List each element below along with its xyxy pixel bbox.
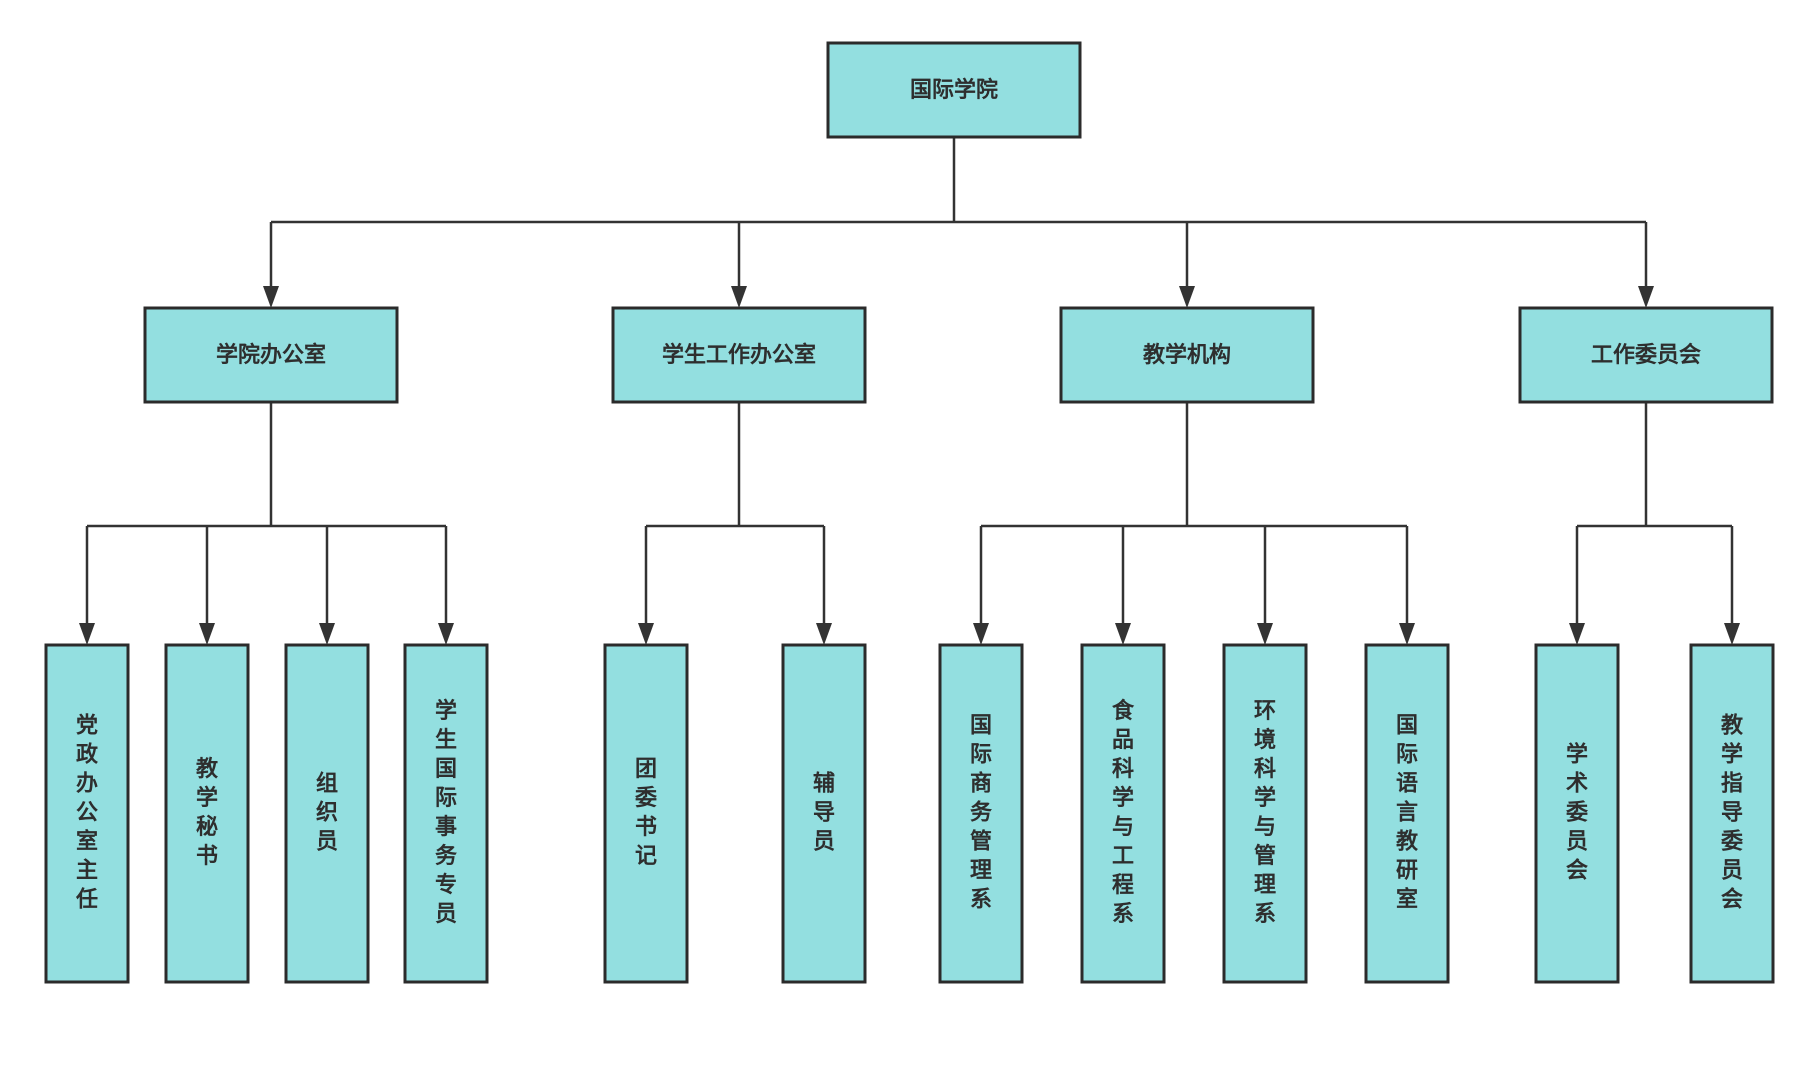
department-1-child-1-label: 党政办公室主任 [75,714,99,913]
department-3-child-2-label: 食品科学与工程系 [1112,698,1135,927]
department-4-child-2-connector-arrowhead [1724,623,1740,645]
department-2-box [611,306,867,404]
department-2-child-2: 辅导员 [781,643,867,984]
department-2-label: 学生工作办公室 [662,342,816,368]
department-3-child-1: 国际商务管理系 [938,643,1024,984]
department-1-child-2-connector-arrowhead [199,623,215,645]
department-2-child-1: 团委书记 [603,643,689,984]
root-node: 国际学院 [826,41,1082,139]
department-3-child-4-box [1364,643,1450,984]
department-2-child-1-label: 团委书记 [635,757,657,869]
department-1-child-3-label: 组织员 [316,771,338,855]
root-node-label: 国际学院 [910,77,998,103]
department-1-child-1: 党政办公室主任 [44,643,130,984]
department-3-child-1-connector-arrowhead [973,623,989,645]
department-1-child-1-connector-arrowhead [79,623,95,645]
department-3-label: 教学机构 [1143,342,1231,368]
department-3-box [1059,306,1315,404]
department-2: 学生工作办公室 [611,306,867,404]
department-2-child-2-label: 辅导员 [813,771,835,855]
department-1: 学院办公室 [143,306,399,404]
department-4-child-2-box [1689,643,1775,984]
department-1-child-4-connector-arrowhead [438,623,454,645]
department-1-child-2: 教学秘书 [164,643,250,984]
department-4-box [1518,306,1774,404]
department-1-child-3: 组织员 [284,643,370,984]
department-3-child-1-label: 国际商务管理系 [970,714,993,913]
department-3-child-4-label: 国际语言教研室 [1396,714,1419,913]
department-3-child-2-connector-arrowhead [1115,623,1131,645]
department-3-child-3-box [1222,643,1308,984]
root-node-box [826,41,1082,139]
department-3-child-4: 国际语言教研室 [1364,643,1450,984]
department-1-box [143,306,399,404]
department-1-label: 学院办公室 [216,342,326,368]
department-1-child-3-box [284,643,370,984]
department-2-child-2-connector-arrowhead [816,623,832,645]
department-3-child-2: 食品科学与工程系 [1080,643,1166,984]
department-1-child-4: 学生国际事务专员 [403,643,489,984]
department-4: 工作委员会 [1518,306,1774,404]
department-2-child-1-box [603,643,689,984]
department-1-connector-arrowhead [263,286,279,308]
department-1-child-1-box [44,643,130,984]
department-1-child-2-box [164,643,250,984]
department-3-child-2-box [1080,643,1166,984]
department-1-child-2-label: 教学秘书 [196,756,219,869]
department-4-child-1-connector-arrowhead [1569,623,1585,645]
department-4-label: 工作委员会 [1591,342,1701,368]
department-3-child-1-box [938,643,1024,984]
department-1-child-3-connector-arrowhead [319,623,335,645]
department-4-child-1-label: 学术委员会 [1566,742,1588,884]
department-1-child-4-label: 学生国际事务专员 [435,698,458,927]
department-3-connector-arrowhead [1179,286,1195,308]
department-2-child-2-box [781,643,867,984]
department-3-child-3: 环境科学与管理系 [1222,643,1308,984]
department-4-child-1: 学术委员会 [1534,643,1620,984]
department-4-child-2-label: 教学指导委员会 [1721,713,1744,913]
department-4-connector-arrowhead [1638,286,1654,308]
department-3-child-4-connector-arrowhead [1399,623,1415,645]
department-2-child-1-connector-arrowhead [638,623,654,645]
connector-lines [79,137,1740,645]
department-2-connector-arrowhead [731,286,747,308]
department-4-child-1-box [1534,643,1620,984]
department-1-child-4-box [403,643,489,984]
department-4-child-2: 教学指导委员会 [1689,643,1775,984]
department-3-child-3-label: 环境科学与管理系 [1254,699,1276,927]
department-3: 教学机构 [1059,306,1315,404]
department-3-child-3-connector-arrowhead [1257,623,1273,645]
